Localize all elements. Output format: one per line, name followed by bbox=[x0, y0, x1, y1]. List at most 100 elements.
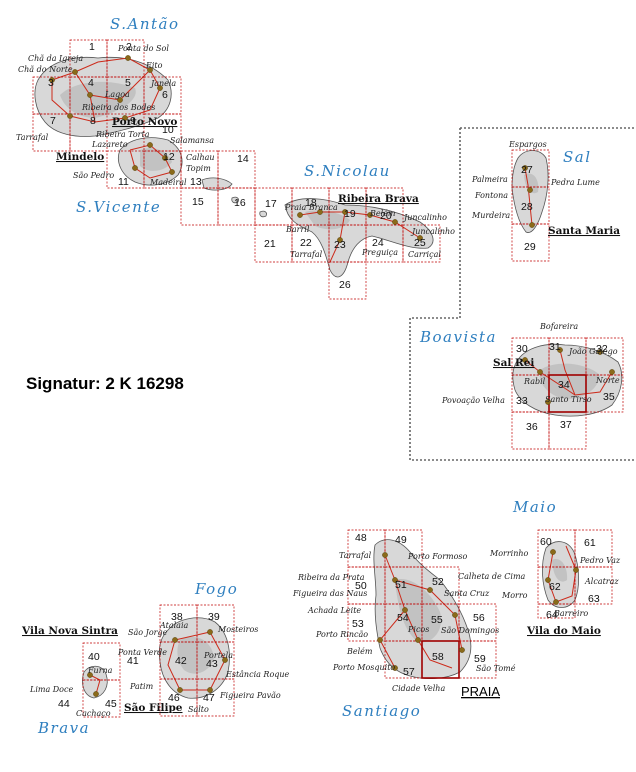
place-label-janela: Janela bbox=[149, 79, 176, 88]
sheet-1: 1 bbox=[89, 41, 95, 53]
place-label-pedro-vaz: Pedro Vaz bbox=[579, 556, 621, 565]
sheet-60: 60 bbox=[540, 536, 552, 548]
place-label-barril: Barril bbox=[285, 225, 310, 234]
sheet-21: 21 bbox=[264, 238, 276, 250]
sheet-58: 58 bbox=[432, 651, 444, 663]
sheet-45: 45 bbox=[105, 698, 117, 710]
sheet-42: 42 bbox=[175, 655, 187, 667]
place-label-figueira-das-naus: Figueira das Naus bbox=[292, 589, 367, 598]
sheet-11: 11 bbox=[118, 176, 129, 188]
sheet-64: 64 bbox=[546, 609, 558, 621]
place-label-sao-jorge: São Jorge bbox=[128, 628, 168, 637]
place-label-juncalinho: Juncalinho bbox=[410, 227, 455, 236]
sheet-15: 15 bbox=[192, 196, 204, 208]
islet-branco bbox=[231, 196, 239, 204]
sheet-38: 38 bbox=[171, 611, 183, 623]
place-label-lima-doce: Lima Doce bbox=[29, 685, 73, 694]
sheet-37: 37 bbox=[560, 419, 572, 431]
sheet-7: 7 bbox=[50, 115, 56, 127]
sheet-6: 6 bbox=[162, 89, 168, 101]
sheet-55: 55 bbox=[431, 614, 443, 626]
sheet-4: 4 bbox=[88, 77, 94, 89]
place-label-figueira-pavao: Figueira Pavão bbox=[219, 691, 281, 700]
place-label-portela: Portela bbox=[203, 651, 233, 660]
town-santa-maria: Santa Maria bbox=[548, 225, 620, 237]
sheet-18: 18 bbox=[305, 197, 317, 209]
place-label-praia-branca: Praia Branca bbox=[284, 203, 338, 212]
place-label-barreiro: Barreiro bbox=[553, 609, 588, 618]
island-santa-luzia bbox=[201, 177, 233, 191]
island-name-fogo: Fogo bbox=[194, 580, 238, 598]
sheet-62: 62 bbox=[549, 581, 561, 593]
place-label-juncalinho: Juncalinho bbox=[402, 213, 447, 222]
road-network bbox=[51, 57, 613, 695]
place-label-cidade-velha: Cidade Velha bbox=[392, 684, 445, 693]
place-label-alcatraz: Alcatraz bbox=[584, 577, 619, 586]
place-label-estancia-roque: Estância Roque bbox=[225, 670, 290, 679]
place-label-calhau: Calhau bbox=[186, 153, 215, 162]
sheet-63: 63 bbox=[588, 593, 600, 605]
place-label-achada-leite: Achada Leite bbox=[307, 606, 361, 615]
region-separator-line bbox=[409, 127, 636, 461]
island-name-maio: Maio bbox=[512, 498, 557, 516]
place-label-cha-do-norte: Chã do Norte bbox=[18, 65, 73, 74]
sheet-31: 31 bbox=[549, 341, 561, 353]
island-name-santiago: Santiago bbox=[342, 702, 421, 720]
settlement-dots bbox=[49, 55, 615, 697]
sheet-53: 53 bbox=[352, 618, 364, 630]
sheet-32: 32 bbox=[596, 343, 608, 355]
town-vila-do-maio: Vila do Maio bbox=[526, 625, 601, 637]
sheet-59: 59 bbox=[474, 653, 486, 665]
place-label-lagoa: Lagoa bbox=[104, 90, 130, 99]
towns: Porto Novo Mindelo Ribeira Brava Santa M… bbox=[21, 116, 620, 714]
sheet-51: 51 bbox=[395, 579, 407, 591]
place-label-murdeira: Murdeira bbox=[471, 211, 510, 220]
sheet-26: 26 bbox=[339, 279, 351, 291]
place-label-porto-mosquito: Porto Mosquito bbox=[332, 663, 395, 672]
sheet-grid bbox=[32, 39, 624, 718]
sheet-34: 34 bbox=[558, 379, 570, 391]
island-names: S.Antão S.Vicente S.Nicolau Sal Boavista… bbox=[37, 15, 592, 737]
sheet-49: 49 bbox=[395, 534, 407, 546]
sheet-25: 25 bbox=[414, 237, 426, 249]
place-label-bofareira: Bofareira bbox=[539, 322, 578, 331]
place-label-sao-domingos: São Domingos bbox=[441, 626, 499, 635]
sheet-35: 35 bbox=[603, 391, 615, 403]
place-label-patim: Patim bbox=[129, 682, 154, 691]
islet-raso bbox=[259, 210, 267, 218]
sheet-41: 41 bbox=[127, 655, 139, 667]
place-label-carrical: Carriçal bbox=[408, 250, 441, 259]
sheet-8: 8 bbox=[90, 115, 96, 127]
place-label-salto: Salto bbox=[188, 705, 209, 714]
island-name-sal: Sal bbox=[563, 148, 592, 166]
island-maio bbox=[542, 541, 580, 608]
sheet-47: 47 bbox=[203, 692, 215, 704]
place-label-palmeira: Palmeira bbox=[471, 175, 508, 184]
island-name-sao-nicolau: S.Nicolau bbox=[304, 162, 391, 180]
sheet-20: 20 bbox=[380, 210, 392, 222]
place-label-belem-sn: Belém bbox=[369, 209, 396, 218]
place-label-ribeira-dos-bodes: Ribeira dos Bodes bbox=[81, 103, 155, 112]
sheet-54: 54 bbox=[397, 612, 409, 624]
sheet-numbers: 1 2 3 4 5 6 7 8 9 10 11 12 13 14 15 16 1… bbox=[48, 41, 615, 710]
sheet-48: 48 bbox=[355, 532, 367, 544]
sheet-36: 36 bbox=[526, 421, 538, 433]
sheet-14: 14 bbox=[237, 153, 249, 165]
place-label-ponta-verde: Ponta Verde bbox=[117, 648, 167, 657]
sheet-44: 44 bbox=[58, 698, 70, 710]
place-label-pedra-lume: Pedra Lume bbox=[550, 178, 600, 187]
sheet-3: 3 bbox=[48, 77, 54, 89]
place-label-cha-da-igreja: Chã da Igreja bbox=[28, 54, 83, 63]
town-sao-filipe: São Filipe bbox=[124, 702, 183, 714]
signatur-label: Signatur: 2 K 16298 bbox=[26, 374, 184, 393]
sheet-61: 61 bbox=[584, 537, 596, 549]
place-label-eito: Eito bbox=[145, 61, 163, 70]
place-label-santo-tirso: Santo Tirso bbox=[545, 395, 592, 404]
sheet-50: 50 bbox=[355, 580, 367, 592]
place-label-mosteiros: Mosteiros bbox=[217, 625, 258, 634]
place-label-fontona: Fontona bbox=[474, 191, 508, 200]
sheet-52: 52 bbox=[432, 576, 444, 588]
place-label-furna: Furna bbox=[87, 666, 113, 675]
place-label-calheta-de-cima: Calheta de Cima bbox=[458, 572, 526, 581]
sheet-5: 5 bbox=[125, 77, 131, 89]
